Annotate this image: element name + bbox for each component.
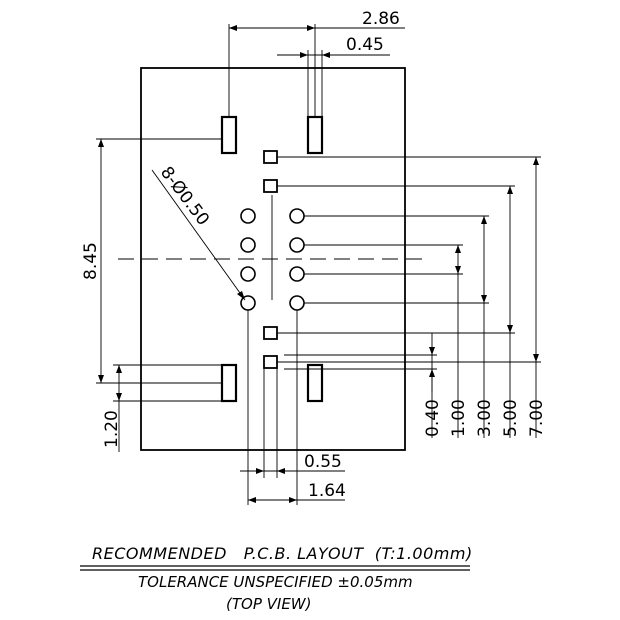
footer-tolerance: TOLERANCE UNSPECIFIED ±0.05mm: [138, 573, 413, 591]
dim-label-height-120: 1.20: [102, 410, 122, 448]
dim-height-120: 1.20: [102, 364, 222, 452]
square-pad-2: [263, 179, 278, 193]
dim-label-pad-pitch: 2.86: [362, 9, 400, 29]
dim-label-height-845: 8.45: [81, 242, 101, 280]
dim-pad-pitch: 2.86: [228, 9, 405, 117]
dim-right-stack: 0.40 1.00 3.00 5.00 7.00: [277, 156, 547, 438]
pad-top-left: [220, 115, 238, 155]
dim-label-width-055: 0.55: [304, 452, 342, 472]
pad-bottom-right: [306, 363, 324, 403]
dim-label-040: 0.40: [423, 399, 443, 437]
square-pad-4: [263, 355, 278, 369]
dim-label-500: 5.00: [501, 399, 521, 437]
dim-width-164: 1.64: [247, 310, 346, 505]
hole: [289, 208, 305, 224]
dim-pad-width: 0.45: [277, 35, 390, 117]
hole: [240, 237, 256, 253]
dim-label-width-164: 1.64: [308, 481, 346, 501]
dim-label-700: 7.00: [527, 399, 547, 437]
hole: [289, 266, 305, 282]
footer-title: RECOMMENDED P.C.B. LAYOUT (T:1.00mm): [92, 544, 473, 563]
footer-view: (TOP VIEW): [226, 595, 311, 613]
title-block: RECOMMENDED P.C.B. LAYOUT (T:1.00mm) TOL…: [80, 544, 473, 613]
hole: [240, 208, 256, 224]
dim-label-300: 3.00: [475, 399, 495, 437]
pad-bottom-left: [220, 363, 238, 403]
dim-label-pad-width: 0.45: [346, 35, 384, 55]
dim-label-100: 1.00: [449, 399, 469, 437]
hole: [240, 266, 256, 282]
square-pad-1: [263, 150, 278, 164]
pad-top-right: [306, 115, 324, 155]
dim-width-055: 0.55: [240, 368, 345, 478]
square-pad-3: [263, 326, 278, 340]
dim-height-845: 8.45: [81, 138, 222, 384]
hole: [289, 295, 305, 311]
hole: [289, 237, 305, 253]
